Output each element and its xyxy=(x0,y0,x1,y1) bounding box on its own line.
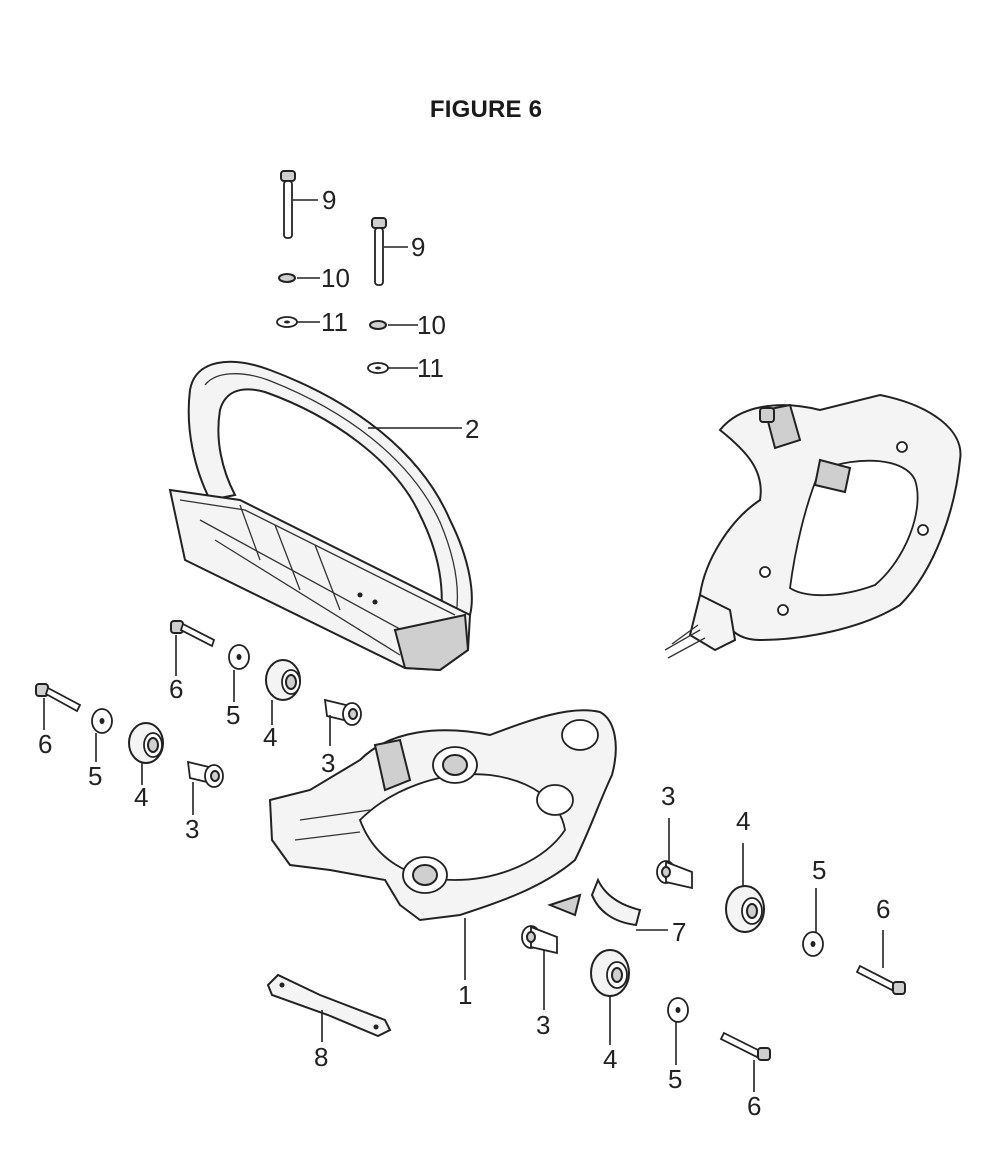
screw-6-upper-left xyxy=(170,620,216,648)
screw-6-lower-left xyxy=(35,683,82,713)
figure-title: FIGURE 6 xyxy=(429,96,543,123)
flat-washer-11-right xyxy=(367,362,389,374)
callout-9-right: 9 xyxy=(411,232,425,262)
screw-6-upper-right xyxy=(855,964,906,995)
loop-handle-2 xyxy=(168,360,473,672)
callout-3-upper-left: 3 xyxy=(321,748,335,778)
callout-1: 1 xyxy=(458,980,472,1010)
grommet-4-lower-right xyxy=(590,949,630,997)
grommet-4-lower-left xyxy=(128,722,164,764)
bushing-3-upper-right xyxy=(656,860,693,890)
plate-8 xyxy=(266,973,392,1038)
callout-5-upper-left: 5 xyxy=(226,700,240,730)
washer-5-lower-right xyxy=(667,997,689,1023)
bolt-9-right xyxy=(371,217,387,286)
callout-3-upper-right: 3 xyxy=(661,781,675,811)
grommet-4-upper-left xyxy=(265,659,301,701)
callout-6-upper-right: 6 xyxy=(876,894,890,924)
bushing-3-lower-left xyxy=(186,760,224,788)
grommet-4-upper-right xyxy=(725,885,765,933)
rear-handle-assembly xyxy=(664,393,962,659)
main-bracket-1 xyxy=(268,709,617,922)
clip-7 xyxy=(590,877,642,927)
callout-7: 7 xyxy=(672,917,686,947)
washer-5-lower-left xyxy=(91,708,113,734)
leader-lines xyxy=(43,199,884,1092)
callout-5-lower-right: 5 xyxy=(668,1064,682,1094)
callout-11-left: 11 xyxy=(321,307,348,337)
callout-11-right: 11 xyxy=(417,353,444,383)
callout-labels: 1 2 3 3 3 3 4 4 4 4 5 5 5 5 6 6 6 6 7 8 … xyxy=(38,185,890,1121)
callout-5-lower-left: 5 xyxy=(88,761,102,791)
lock-washer-10-left xyxy=(278,273,296,283)
bolt-9-left xyxy=(280,170,296,239)
callout-8: 8 xyxy=(314,1042,328,1072)
callout-6-lower-left: 6 xyxy=(38,729,52,759)
callout-9-left: 9 xyxy=(322,185,336,215)
callout-5-upper-right: 5 xyxy=(812,855,826,885)
callout-3-lower-right: 3 xyxy=(536,1010,550,1040)
callout-4-upper-left: 4 xyxy=(263,722,277,752)
callout-2: 2 xyxy=(465,414,479,444)
callout-4-lower-right: 4 xyxy=(603,1044,617,1074)
callout-6-upper-left: 6 xyxy=(169,674,183,704)
bushing-3-upper-left xyxy=(323,698,362,726)
callout-6-lower-right: 6 xyxy=(747,1091,761,1121)
callout-4-upper-right: 4 xyxy=(736,806,750,836)
bushing-3-lower-right xyxy=(521,925,558,955)
lock-washer-10-right xyxy=(369,320,387,330)
callout-4-lower-left: 4 xyxy=(134,782,148,812)
washer-5-upper-left xyxy=(228,644,250,670)
callout-10-right: 10 xyxy=(417,310,446,340)
screw-6-lower-right xyxy=(719,1031,771,1061)
callout-3-lower-left: 3 xyxy=(185,814,199,844)
flat-washer-11-left xyxy=(276,316,298,328)
callout-10-left: 10 xyxy=(321,263,350,293)
washer-5-upper-right xyxy=(802,931,824,957)
